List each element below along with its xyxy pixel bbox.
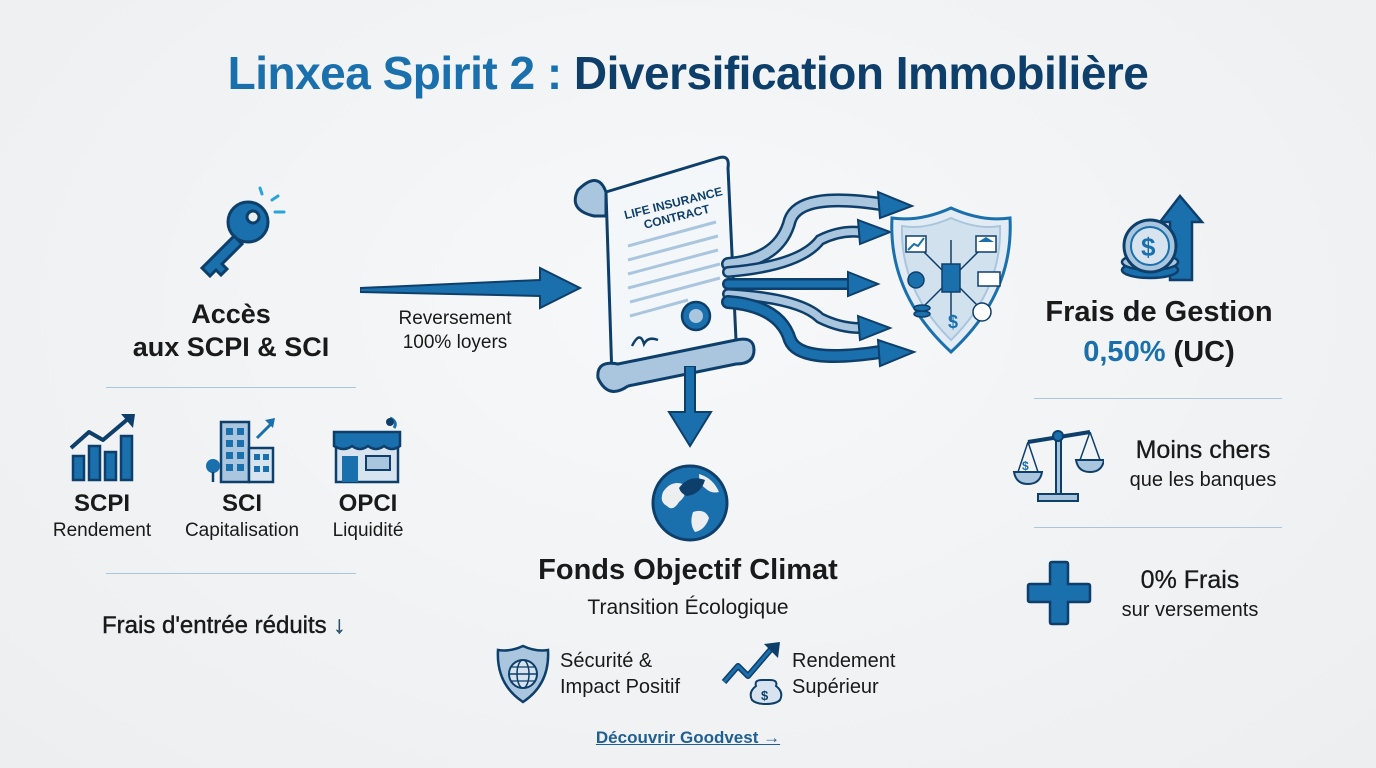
right-divider-bottom (1034, 527, 1282, 528)
goodvest-link-wrap: Découvrir Goodvest → (538, 728, 838, 748)
fees-value: 0,50% (1083, 336, 1166, 368)
access-heading: Accès aux SCPI & SCI (100, 298, 362, 364)
plus-icon (1026, 560, 1092, 626)
svg-text:$: $ (1141, 232, 1156, 262)
building-icon (203, 414, 279, 486)
security-line2: Impact Positif (560, 676, 681, 698)
page-title: Linxea Spirit 2 : Diversification Immobi… (0, 46, 1376, 100)
balance-scale-icon: $ (1012, 424, 1104, 504)
item-scpi: SCPI Rendement (32, 490, 172, 542)
item-sci-name: SCI (221, 490, 262, 517)
fees-unit: (UC) (1173, 336, 1235, 368)
right-divider-top (1034, 398, 1282, 399)
item-opci: OPCI Liquidité (316, 490, 420, 542)
reversement-text: Reversement 100% loyers (380, 307, 530, 355)
fees-title: Frais de Gestion (1045, 296, 1273, 328)
contract-scroll-icon (568, 150, 768, 410)
svg-text:$: $ (761, 688, 769, 703)
return-text: Rendement Supérieur (792, 648, 895, 700)
goodvest-link[interactable]: Découvrir Goodvest → (595, 728, 781, 747)
access-line1: Accès (191, 299, 271, 329)
shield-portfolio-icon: $ (886, 204, 1016, 356)
branch-arrows-icon (720, 180, 920, 380)
return-line2: Supérieur (792, 676, 879, 698)
zero-fees-title: 0% Frais (1140, 566, 1240, 594)
coin-stack-arrow-icon: $ (1112, 192, 1208, 288)
storefront-icon (330, 414, 406, 486)
fees-value-line: 0,50% (UC) (1024, 336, 1294, 369)
entry-fees-text: Frais d'entrée réduits ↓ (102, 612, 346, 640)
globe-shield-icon (496, 644, 550, 704)
cheaper-title: Moins chers (1135, 436, 1271, 464)
item-opci-name: OPCI (338, 490, 398, 517)
item-opci-desc: Liquidité (332, 520, 404, 541)
item-scpi-desc: Rendement (52, 520, 152, 541)
cheaper-text: Moins chers que les banques (1108, 436, 1298, 492)
svg-text:$: $ (1022, 459, 1029, 473)
title-part1: Linxea Spirit 2 : (227, 47, 563, 99)
right-arrow-icon (360, 262, 582, 312)
entry-fees-label: Frais d'entrée réduits (102, 612, 327, 639)
trend-moneybag-icon: $ (720, 640, 786, 706)
down-arrow-large-icon (665, 366, 715, 448)
fund-subtitle: Transition Écologique (587, 596, 789, 619)
reversement-line2: 100% loyers (402, 332, 508, 353)
security-line1: Sécurité & (560, 650, 653, 672)
item-sci-desc: Capitalisation (184, 520, 300, 541)
svg-text:$: $ (948, 312, 958, 332)
down-arrow-icon: ↓ (333, 612, 346, 639)
item-sci: SCI Capitalisation (170, 490, 314, 542)
growth-chart-icon (67, 412, 139, 484)
zero-fees-text: 0% Frais sur versements (1100, 566, 1280, 622)
reversement-line1: Reversement (398, 308, 512, 329)
fund-title: Fonds Objectif Climat (538, 554, 838, 586)
cheaper-sub: que les banques (1129, 469, 1277, 491)
globe-leaf-icon (649, 462, 731, 544)
zero-fees-sub: sur versements (1121, 599, 1259, 621)
access-line2: aux SCPI & SCI (132, 332, 330, 362)
left-divider-bottom (106, 573, 356, 574)
return-line1: Rendement (792, 650, 896, 672)
title-part2: Diversification Immobilière (573, 47, 1149, 99)
left-divider-top (106, 387, 356, 388)
item-scpi-name: SCPI (73, 490, 130, 517)
key-icon (190, 186, 290, 282)
security-text: Sécurité & Impact Positif (560, 648, 680, 700)
